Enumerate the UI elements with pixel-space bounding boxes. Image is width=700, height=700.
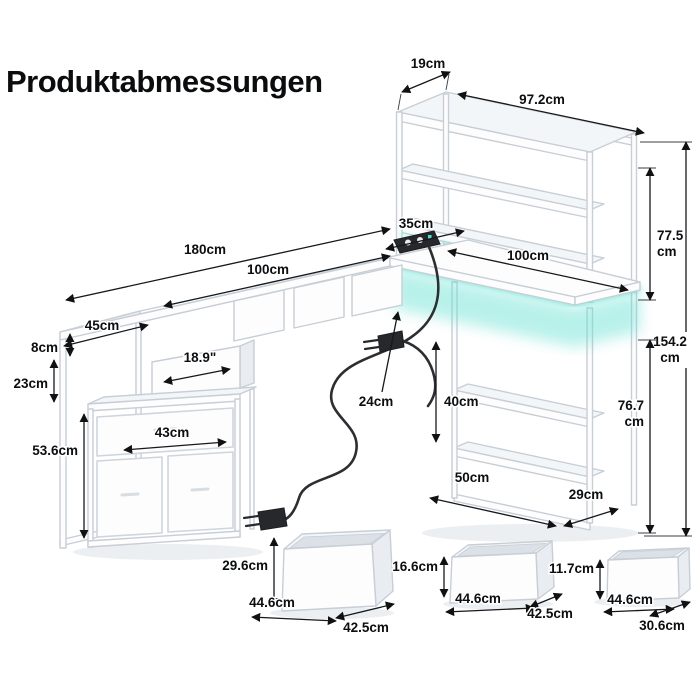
dim-label-desk-left-span: 100cm [247,262,289,277]
side-plug [362,330,405,353]
dim-label-shelf-width: 97.2cm [519,92,565,107]
dim-desk-corner-depth: 35cm [385,215,465,252]
dim-label-height-floor-to-desk: 76.7 [618,398,644,413]
dim-lower-shelf-width: 50cm [429,469,557,529]
dim-desk-depth-inches: 18.9" [163,349,231,385]
dim-hutch-gap-height: 23cm [12,359,59,403]
dim-box1-width: 44.6cm [248,594,337,626]
page-title: Produktabmessungen [6,64,323,99]
dim-box2-height: 16.6cm [391,556,449,598]
dim-label-desk-depth-inches: 18.9" [184,350,217,365]
dim-label-box2-depth: 42.5cm [527,606,573,621]
dim-label-box2-height: 16.6cm [392,559,438,574]
dim-label-box1-height: 29.6cm [222,558,268,573]
dim-label-lower-shelf-depth: 29cm [569,487,604,502]
dim-label-box1-depth: 42.5cm [343,620,389,635]
dim-label-shelf-top-depth: 19cm [411,56,446,71]
dim-label-box3-height: 11.7cm [549,561,594,576]
dim-label-height-desk-to-top: 77.5 [657,228,684,243]
dim-label-box3-width: 44.6cm [607,592,653,607]
dim-desk-thickness: 8cm [29,333,75,357]
dim-label-desk-corner-depth: 35cm [399,216,434,231]
drawer-cabinet [87,386,257,548]
dim-label-cabinet-height: 53.6cm [32,443,78,458]
dim-cabinet-height: 53.6cm [31,413,89,539]
dim-label-total-height: 154.2 [653,334,687,349]
wall-plug [242,507,288,531]
dim-lower-shelf-depth: 29cm [563,486,619,528]
dim-label-lower-shelf-width: 50cm [455,470,490,485]
dim-shelf-width: 97.2cm [457,91,645,136]
dim-desk-depth: 45cm [63,317,149,349]
dim-cabinet-width: 43cm [123,424,227,454]
dim-label-desk-length: 180cm [184,242,226,257]
dim-label-desk-depth: 45cm [85,318,120,333]
dim-desk-return-span: 100cm [447,247,629,293]
dim-height-floor-to-desk: 76.7 cm [616,339,656,534]
dim-label-hutch-gap-height: 23cm [13,376,48,391]
dim-label-box2-width: 44.6cm [455,591,501,606]
dim-drawer-depth: 24cm [357,311,401,411]
dim-box2-depth: 42.5cm [526,592,574,623]
dim-height-desk-to-top: 77.5 cm [638,167,685,301]
dim-under-desk-clearance: 40cm [431,341,480,443]
fabric-box-medium [443,540,555,610]
dim-label-box1-width: 44.6cm [249,595,295,610]
dim-box1-depth: 42.5cm [335,601,395,637]
dim-box1-height: 29.6cm [221,537,279,607]
dim-total-height: 154.2 cm [640,141,692,537]
dim-label-desk-return-span: 100cm [507,248,549,263]
dim-box3-width: 44.6cm [603,591,675,617]
dim-shelf-top-depth: 19cm [397,55,451,111]
dim-unit-height-desk-to-top: cm [657,244,677,259]
dim-label-box3-depth: 30.6cm [639,618,685,633]
dim-desk-left-span: 100cm [163,253,391,309]
dim-label-desk-thickness: 8cm [31,340,58,355]
dim-box3-depth: 30.6cm [638,600,691,635]
dim-box3-height: 11.7cm [547,559,605,600]
dim-label-under-desk-clearance: 40cm [444,394,479,409]
dim-unit-height-floor-to-desk: cm [624,414,644,429]
dim-label-cabinet-width: 43cm [155,425,190,440]
dim-unit-total-height: cm [660,350,680,365]
dim-label-drawer-depth: 24cm [359,394,394,409]
dim-box2-width: 44.6cm [445,590,535,617]
